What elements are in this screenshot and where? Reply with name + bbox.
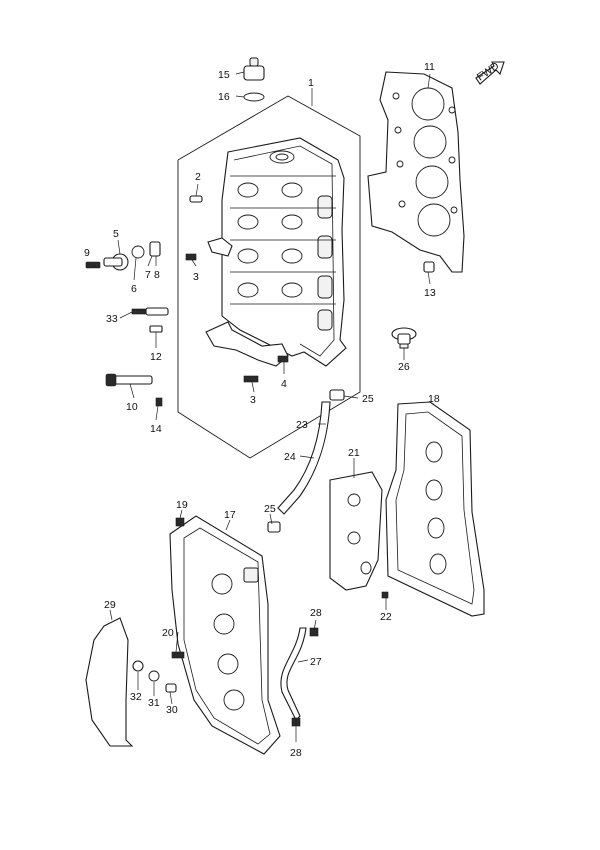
head-gasket	[367, 71, 465, 273]
callout-10: 10	[126, 401, 138, 413]
callout-6: 6	[131, 283, 137, 295]
collar	[148, 670, 160, 682]
callout-15: 15	[218, 69, 230, 81]
callout-2: 2	[195, 171, 201, 183]
callout-25b: 25	[264, 503, 276, 515]
cover-gasket	[329, 471, 383, 591]
breather-hose	[280, 627, 307, 721]
hose	[267, 389, 345, 533]
callout-33: 33	[106, 313, 118, 325]
callout-12: 12	[150, 351, 162, 363]
callout-28a: 28	[310, 607, 322, 619]
callout-3a: 3	[193, 271, 199, 283]
bracket	[207, 237, 233, 257]
callout-22: 22	[380, 611, 392, 623]
leader-lines	[92, 71, 434, 742]
sensor	[149, 241, 161, 257]
bolt	[149, 325, 163, 333]
side-cover	[85, 617, 134, 747]
callout-5: 5	[113, 228, 119, 240]
callout-4: 4	[281, 378, 287, 390]
clamp	[309, 627, 319, 637]
bolt	[85, 261, 101, 269]
callout-25a: 25	[362, 393, 374, 405]
callout-32: 32	[130, 691, 142, 703]
callout-31: 31	[148, 697, 160, 709]
callout-19: 19	[176, 499, 188, 511]
callout-30: 30	[166, 704, 178, 716]
bolt	[165, 683, 177, 693]
small-parts-left	[85, 57, 289, 407]
fwd-arrow-icon	[475, 61, 505, 85]
dowel-pin	[189, 195, 203, 203]
o-ring	[243, 92, 265, 102]
grommet	[132, 660, 144, 672]
bolt	[243, 375, 259, 383]
bolt	[381, 591, 389, 599]
callout-8: 8	[154, 269, 160, 281]
dowel	[423, 261, 435, 273]
cylinder-head-group	[177, 95, 361, 459]
callout-7: 7	[145, 269, 151, 281]
callout-14: 14	[150, 423, 162, 435]
callout-11: 11	[424, 61, 435, 73]
pin	[155, 397, 163, 407]
callout-9: 9	[84, 247, 90, 259]
callout-1: 1	[308, 77, 314, 89]
callout-24: 24	[284, 451, 296, 463]
long-bolt	[109, 375, 153, 385]
callout-labels: FWD 15 16 1 11 2 5 9 6 7 8 3 33 12 13 26…	[84, 60, 502, 759]
callout-27: 27	[310, 656, 322, 668]
thermostat	[391, 327, 417, 349]
callout-28b: 28	[290, 747, 302, 759]
cylinder-head	[221, 137, 347, 367]
cylinder-head-cover	[169, 515, 281, 755]
callout-23: 23	[296, 419, 308, 431]
callout-3b: 3	[250, 394, 256, 406]
spark-plug	[145, 307, 169, 316]
callout-18: 18	[428, 393, 440, 405]
callout-29: 29	[104, 599, 116, 611]
bolt	[277, 355, 289, 363]
o-ring	[131, 245, 145, 259]
callout-13: 13	[424, 287, 436, 299]
bolt	[171, 651, 185, 659]
callout-17: 17	[224, 509, 236, 521]
oil-filler-cap	[243, 65, 265, 81]
head-cover-gasket	[385, 401, 485, 617]
callout-16: 16	[218, 91, 230, 103]
callout-26: 26	[398, 361, 410, 373]
clamp	[291, 717, 301, 727]
bolt	[185, 253, 197, 261]
callout-21: 21	[348, 447, 360, 459]
bolt	[175, 517, 185, 527]
callout-20: 20	[162, 627, 174, 639]
